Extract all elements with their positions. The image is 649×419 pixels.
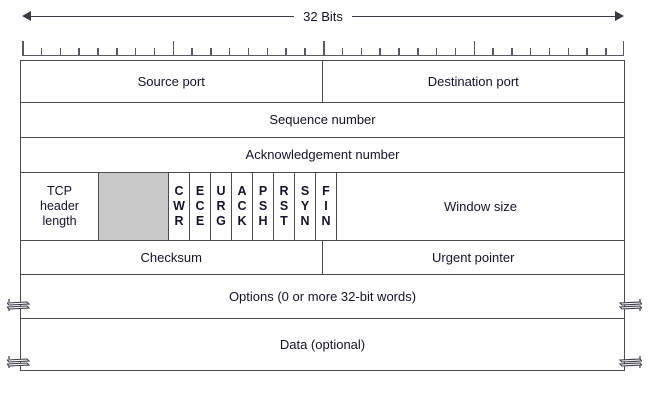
ruler-tick-14	[285, 48, 287, 56]
field-sequence-number: Sequence number	[269, 112, 376, 127]
flag-cwr-letter-3: R	[174, 214, 184, 228]
flag-urg: U R G	[211, 173, 232, 240]
flag-ece: E C E	[190, 173, 211, 240]
bit-width-label: 32 Bits	[303, 8, 343, 24]
flag-rst-letter-2: S	[279, 199, 289, 213]
ruler-tick-22	[435, 48, 438, 56]
arrow-left-head-icon	[22, 11, 31, 21]
flag-fin-letter-2: I	[324, 199, 328, 213]
flag-syn-letter-1: S	[300, 184, 310, 198]
flag-cwr-letter-1: C	[174, 184, 184, 198]
field-tcp-header-length: TCP header length	[21, 173, 99, 240]
flag-urg-letter-3: G	[216, 214, 226, 228]
flag-ack-letter-1: A	[237, 184, 247, 198]
flag-ece-letter-1: E	[195, 184, 205, 198]
flag-syn-letter-2: Y	[300, 199, 310, 213]
ruler-tick-23	[454, 48, 457, 56]
field-options: Options (0 or more 32-bit words)	[228, 288, 417, 304]
tcp-header-length-line-2: header	[40, 199, 79, 213]
tcp-header-length-line-3: length	[42, 214, 77, 228]
ruler-tick-9	[191, 48, 193, 56]
ruler-tick-2	[59, 48, 62, 56]
flag-psh: P S H	[253, 173, 274, 240]
ruler-tick-8	[172, 41, 174, 56]
field-reserved-bits	[99, 173, 169, 240]
field-window-size: Window size	[444, 198, 517, 214]
field-acknowledgement-number: Acknowledgement number	[245, 147, 400, 162]
ruler-tick-30	[586, 48, 588, 56]
flag-urg-letter-1: U	[216, 184, 226, 198]
ruler-tick-12	[247, 48, 250, 56]
flag-syn: S Y N	[295, 173, 316, 240]
flag-ack-letter-3: K	[237, 214, 247, 228]
ruler-tick-29	[567, 48, 570, 56]
flag-urg-letter-2: R	[216, 199, 226, 213]
flag-syn-letter-3: N	[300, 214, 310, 228]
row-flags: TCP header length C W R E C E U R G	[21, 173, 624, 241]
flag-cwr: C W R	[169, 173, 190, 240]
ruler-tick-26	[511, 48, 513, 56]
ruler-tick-11	[228, 48, 231, 56]
flag-ack: A C K	[232, 173, 253, 240]
header-field-table: Source port Destination port Sequence nu…	[20, 60, 625, 371]
flag-ece-letter-2: C	[195, 199, 205, 213]
bit-ruler	[22, 40, 624, 56]
ruler-tick-5	[116, 48, 118, 56]
field-destination-port: Destination port	[427, 73, 519, 89]
ruler-tick-4	[97, 48, 99, 56]
flag-fin-letter-3: N	[321, 214, 331, 228]
flag-cwr-letter-2: W	[173, 199, 185, 213]
ruler-tick-7	[153, 48, 156, 56]
ruler-tick-28	[548, 48, 551, 56]
ruler-tick-3	[78, 48, 80, 56]
ruler-tick-24	[473, 41, 475, 56]
ruler-tick-16	[323, 41, 325, 56]
ruler-tick-6	[134, 48, 137, 56]
ruler-tick-27	[529, 48, 532, 56]
flag-fin-letter-1: F	[322, 184, 330, 198]
row-sequence-number: Sequence number	[21, 103, 624, 138]
row-checksum: Checksum Urgent pointer	[21, 241, 624, 275]
ruler-tick-20	[398, 48, 400, 56]
ruler-tick-17	[341, 48, 344, 56]
ruler-tick-1	[40, 48, 43, 56]
field-urgent-pointer: Urgent pointer	[432, 249, 515, 265]
row-acknowledgement-number: Acknowledgement number	[21, 138, 624, 173]
ruler-tick-21	[417, 48, 419, 56]
flag-psh-letter-2: S	[258, 199, 268, 213]
row-data: Data (optional)	[21, 319, 624, 371]
ruler-tick-10	[210, 48, 212, 56]
ruler-tick-32	[622, 41, 624, 56]
flag-rst-letter-1: R	[279, 184, 289, 198]
ruler-tick-15	[304, 48, 306, 56]
arrow-line-left	[31, 15, 295, 17]
flag-ece-letter-3: E	[195, 214, 205, 228]
arrow-right-head-icon	[615, 11, 624, 21]
ruler-tick-18	[360, 48, 363, 56]
ruler-tick-0	[22, 41, 24, 56]
ruler-tick-25	[492, 48, 494, 56]
row-options: Options (0 or more 32-bit words)	[21, 275, 624, 319]
flag-rst: R S T	[274, 173, 295, 240]
flag-psh-letter-3: H	[258, 214, 268, 228]
tcp-header-length-line-1: TCP	[47, 184, 72, 198]
field-checksum: Checksum	[21, 241, 323, 274]
row-ports: Source port Destination port	[21, 61, 624, 103]
field-data: Data (optional)	[279, 336, 366, 352]
flag-ack-letter-2: C	[237, 199, 247, 213]
flag-psh-letter-1: P	[258, 184, 268, 198]
flag-fin: F I N	[316, 173, 337, 240]
flag-rst-letter-3: T	[280, 214, 288, 228]
field-source-port: Source port	[21, 61, 323, 102]
bit-width-arrow: 32 Bits	[22, 4, 624, 28]
ruler-tick-13	[266, 48, 269, 56]
ruler-tick-31	[605, 48, 607, 56]
ruler-tick-19	[379, 48, 381, 56]
arrow-line-right	[351, 15, 615, 17]
